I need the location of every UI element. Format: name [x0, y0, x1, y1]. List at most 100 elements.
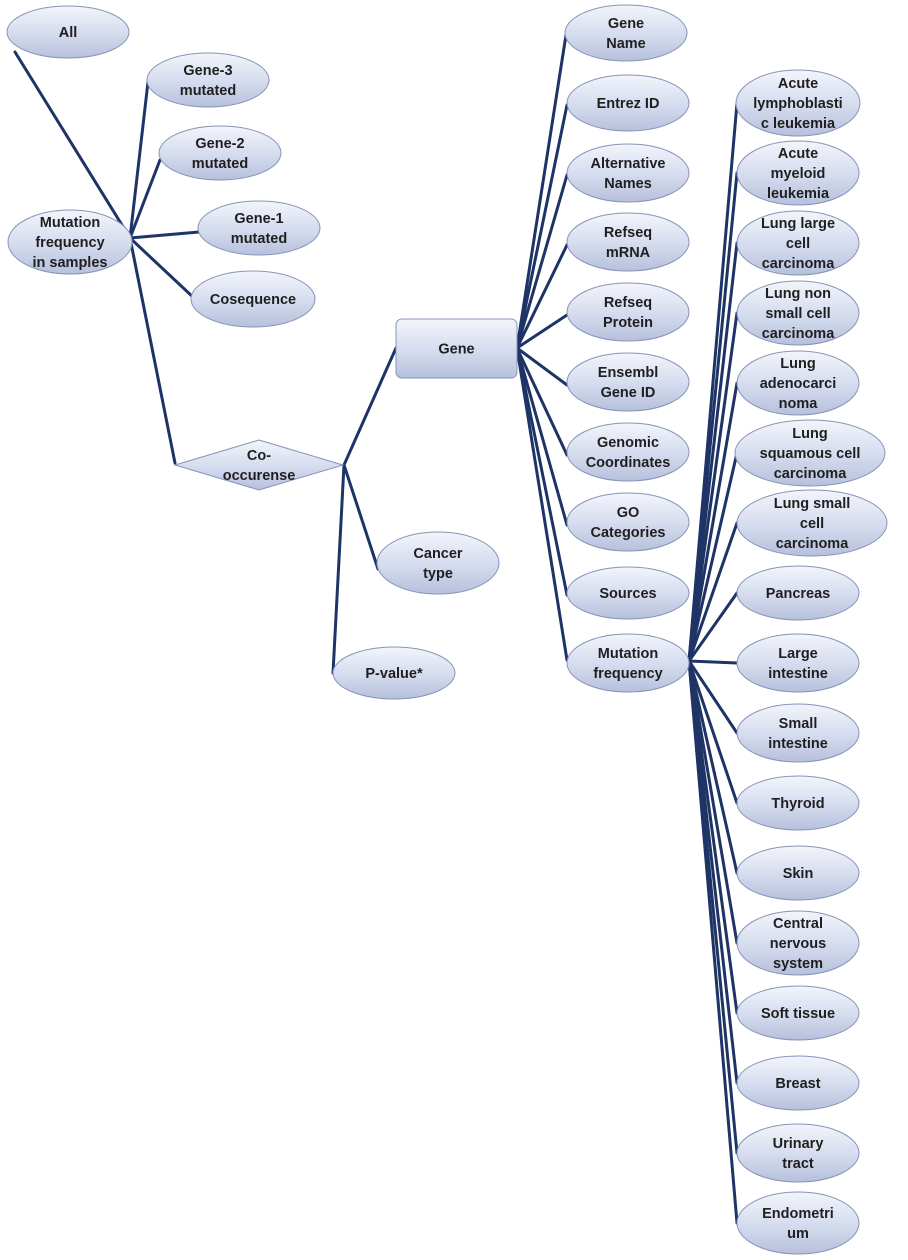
node-label: Acute	[778, 76, 818, 92]
ellipse-shape	[566, 74, 690, 132]
ellipse-shape	[736, 565, 860, 621]
connector-line	[687, 451, 739, 663]
node-pancreas: Pancreas	[736, 565, 860, 621]
connector-line	[515, 346, 569, 662]
node-label: Soft tissue	[761, 1006, 835, 1022]
ellipse-shape	[190, 270, 316, 328]
ellipse-shape	[736, 845, 860, 901]
connector-line	[687, 381, 739, 663]
node-go-categories: GO Categories	[566, 492, 690, 552]
rect-shape	[395, 318, 518, 379]
ellipse-shape	[736, 985, 860, 1041]
node-label: Large	[778, 646, 818, 662]
node-label: Thyroid	[771, 796, 824, 812]
ellipse-shape	[736, 280, 860, 346]
node-label: leukemia	[767, 186, 830, 202]
ellipse-shape	[7, 209, 133, 275]
node-label: type	[423, 566, 453, 582]
node-label: noma	[779, 396, 819, 412]
node-label: system	[773, 956, 823, 972]
node-lung-adeno: Lung adenocarci noma	[736, 350, 860, 416]
node-label: Cancer	[413, 546, 463, 562]
node-label: nervous	[770, 936, 826, 952]
ellipse-shape	[736, 910, 860, 976]
node-sources: Sources	[566, 566, 690, 620]
node-label: Refseq	[604, 295, 652, 311]
ellipse-shape	[6, 5, 130, 59]
node-label: squamous cell	[760, 446, 861, 462]
node-label: P-value*	[365, 666, 423, 682]
node-skin: Skin	[736, 845, 860, 901]
node-label: adenocarci	[760, 376, 837, 392]
node-gene2: Gene-2 mutated	[158, 125, 282, 181]
node-label: Mutation	[598, 646, 658, 662]
node-label: tract	[782, 1156, 814, 1172]
node-label: mutated	[231, 231, 287, 247]
connector-line	[515, 103, 569, 350]
node-label: frequency	[35, 235, 104, 251]
node-label: Skin	[783, 866, 814, 882]
connector-line	[687, 241, 739, 663]
connector-line	[515, 346, 569, 387]
node-label: mutated	[180, 83, 236, 99]
ellipse-shape	[736, 1123, 860, 1183]
node-label: Entrez ID	[597, 96, 660, 112]
node-label: Refseq	[604, 225, 652, 241]
node-label: Coordinates	[586, 455, 671, 471]
node-label: Gene-2	[195, 136, 244, 152]
ellipse-shape	[376, 531, 500, 595]
connector-line	[687, 659, 739, 1225]
connector-line	[515, 346, 569, 457]
node-label: mutated	[192, 156, 248, 172]
connector-line	[687, 521, 739, 663]
ellipse-shape	[736, 489, 888, 557]
node-label: Alternative	[591, 156, 666, 172]
ellipse-shape	[566, 422, 690, 482]
node-label: Pancreas	[766, 586, 831, 602]
node-label: carcinoma	[774, 466, 847, 482]
ellipse-shape	[566, 282, 690, 342]
node-label: um	[787, 1226, 809, 1242]
node-cancer-type: Cancer type	[376, 531, 500, 595]
node-label: small cell	[765, 306, 830, 322]
ellipse-shape	[332, 646, 456, 700]
node-label: Urinary	[773, 1136, 824, 1152]
node-label: carcinoma	[762, 256, 835, 272]
node-label: cell	[800, 516, 824, 532]
ellipse-shape	[736, 1191, 860, 1255]
node-label: Lung	[780, 356, 815, 372]
connector-line	[515, 346, 569, 597]
ellipse-shape	[736, 1055, 860, 1111]
ellipse-shape	[736, 210, 860, 276]
connector-line	[342, 463, 380, 571]
node-label: Name	[606, 36, 646, 52]
connector-line	[515, 33, 568, 350]
node-label: GO	[617, 505, 640, 521]
node-label: Small	[779, 716, 818, 732]
node-label: cell	[786, 236, 810, 252]
node-label: Gene	[438, 342, 474, 358]
ellipse-shape	[736, 633, 860, 693]
ellipse-shape	[566, 492, 690, 552]
connector-line	[687, 659, 739, 735]
ellipse-shape	[736, 703, 860, 763]
node-label: Cosequence	[210, 292, 296, 308]
ellipse-shape	[736, 350, 860, 416]
node-label: Categories	[591, 525, 666, 541]
node-label: occurense	[223, 468, 296, 484]
node-cosequence: Cosequence	[190, 270, 316, 328]
node-label: in samples	[33, 255, 108, 271]
node-label: Gene-3	[183, 63, 232, 79]
ellipse-shape	[735, 69, 861, 137]
connector-line	[515, 173, 569, 350]
